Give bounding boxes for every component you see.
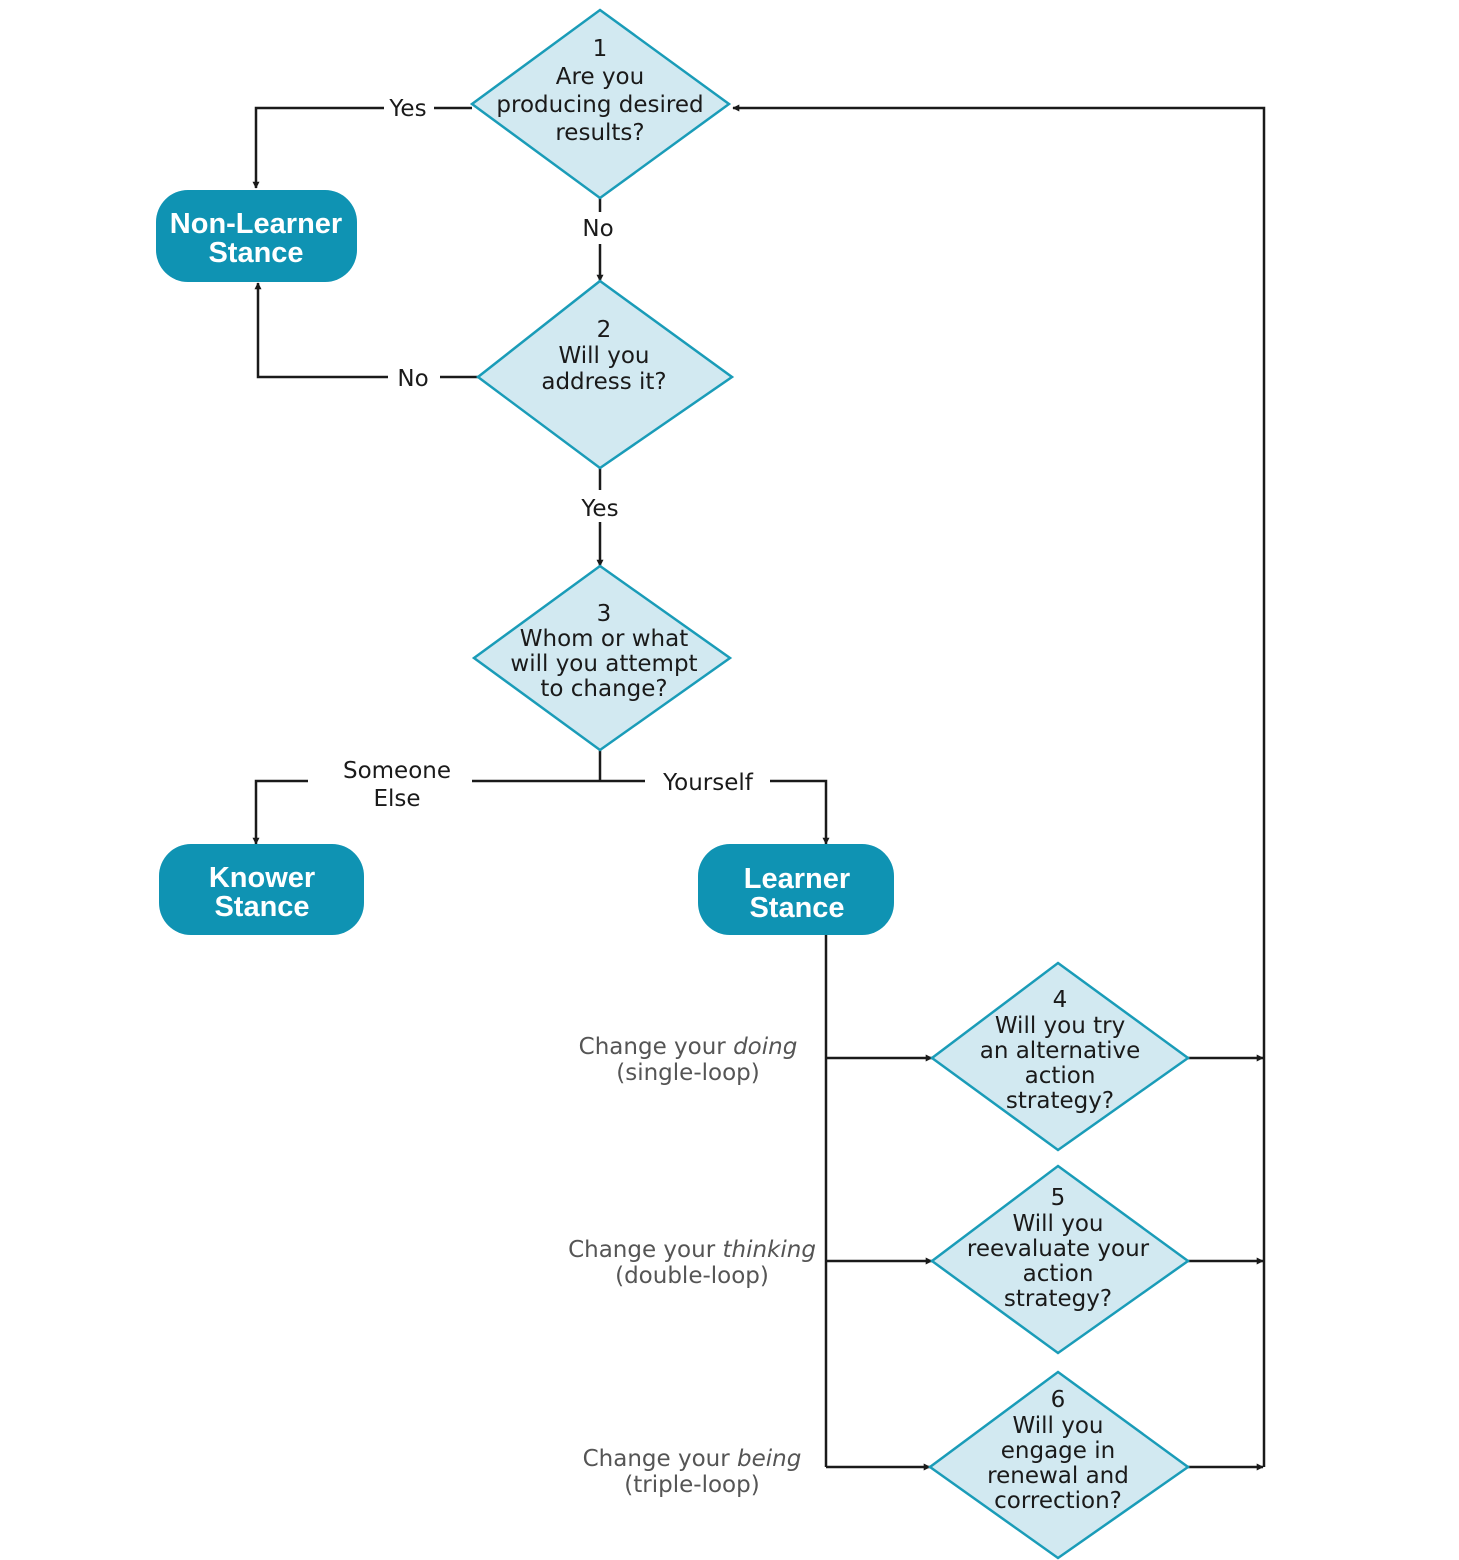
label-else: Else: [373, 786, 420, 812]
decision-3-line2: will you attempt: [510, 651, 697, 677]
decision-2: 2 Will you address it?: [475, 279, 735, 470]
label-d1-no: No: [582, 216, 613, 242]
connectors: [252, 104, 1266, 1471]
svg-text:Change your being: Change your being: [583, 1446, 802, 1472]
label-d2-yes: Yes: [580, 496, 618, 522]
decision-3-number: 3: [597, 601, 612, 627]
decision-4-line3: action: [1025, 1063, 1096, 1089]
loop-single-emphasis: doing: [733, 1034, 797, 1060]
learner-stance: Learner Stance: [698, 844, 894, 935]
learner-stance-line2: Stance: [749, 892, 844, 924]
loop-triple-emphasis: being: [737, 1446, 801, 1472]
knower-stance-line1: Knower: [209, 862, 315, 894]
decision-1-number: 1: [593, 36, 608, 62]
decision-4-line1: Will you try: [995, 1013, 1125, 1039]
return-loop: [732, 104, 1266, 1467]
decision-1-line1: Are you: [556, 64, 644, 90]
decision-2-number: 2: [597, 317, 612, 343]
svg-text:Change your doing: Change your doing: [579, 1034, 798, 1060]
label-yourself: Yourself: [662, 770, 754, 796]
loop-triple-sub: (triple-loop): [624, 1472, 759, 1498]
edge-d1-yes-to-nonlearner: [252, 106, 384, 189]
decision-1: 1 Are you producing desired results?: [469, 8, 732, 200]
loop-label-double: Change your thinking (double-loop): [568, 1237, 816, 1289]
svg-text:Change your thinking: Change your thinking: [568, 1237, 816, 1263]
decision-6-line1: Will you: [1013, 1413, 1104, 1439]
knower-stance-line2: Stance: [214, 891, 309, 923]
edge-someone-else-to-knower: [252, 779, 308, 845]
decision-2-line1: Will you: [559, 343, 650, 369]
knower-stance: Knower Stance: [159, 844, 364, 935]
edge-yourself-to-learner: [770, 779, 830, 845]
decision-5: 5 Will you reevaluate your action strate…: [929, 1164, 1191, 1355]
decision-6-number: 6: [1051, 1387, 1066, 1413]
edge-d2-no-to-nonlearner: [254, 282, 388, 379]
decision-3-line3: to change?: [540, 676, 667, 702]
loop-label-triple: Change your being (triple-loop): [583, 1446, 802, 1498]
decision-6-line4: correction?: [994, 1488, 1122, 1514]
label-d1-yes: Yes: [388, 96, 426, 122]
decision-2-line2: address it?: [541, 369, 666, 395]
learner-stance-line1: Learner: [744, 863, 850, 895]
decision-5-line1: Will you: [1013, 1211, 1104, 1237]
decision-6-line3: renewal and: [987, 1463, 1129, 1489]
decision-4-line2: an alternative: [980, 1038, 1141, 1064]
decision-5-line3: action: [1023, 1261, 1094, 1287]
decision-5-line4: strategy?: [1004, 1286, 1112, 1312]
loop-double-sub: (double-loop): [615, 1263, 769, 1289]
decision-5-line2: reevaluate your: [967, 1236, 1150, 1262]
non-learner-stance-line2: Stance: [208, 237, 303, 269]
non-learner-stance-line1: Non-Learner: [170, 208, 342, 240]
loop-double-emphasis: thinking: [722, 1237, 815, 1263]
loop-double-prefix: Change your: [568, 1237, 722, 1263]
decision-1-line3: results?: [555, 120, 644, 146]
decision-3: 3 Whom or what will you attempt to chang…: [471, 564, 733, 752]
decision-3-line1: Whom or what: [520, 626, 688, 652]
non-learner-stance: Non-Learner Stance: [156, 190, 357, 282]
decision-5-number: 5: [1051, 1185, 1066, 1211]
decision-4: 4 Will you try an alternative action str…: [929, 961, 1191, 1152]
decision-4-number: 4: [1053, 987, 1068, 1013]
loop-label-single: Change your doing (single-loop): [579, 1034, 798, 1086]
label-d2-no: No: [397, 366, 428, 392]
loop-triple-prefix: Change your: [583, 1446, 737, 1472]
decision-1-line2: producing desired: [496, 92, 703, 118]
loop-single-prefix: Change your: [579, 1034, 733, 1060]
decision-4-line4: strategy?: [1006, 1088, 1114, 1114]
label-someone: Someone: [343, 758, 451, 784]
loop-single-sub: (single-loop): [616, 1060, 759, 1086]
decision-6: 6 Will you engage in renewal and correct…: [927, 1370, 1191, 1560]
decision-6-line2: engage in: [1001, 1438, 1115, 1464]
